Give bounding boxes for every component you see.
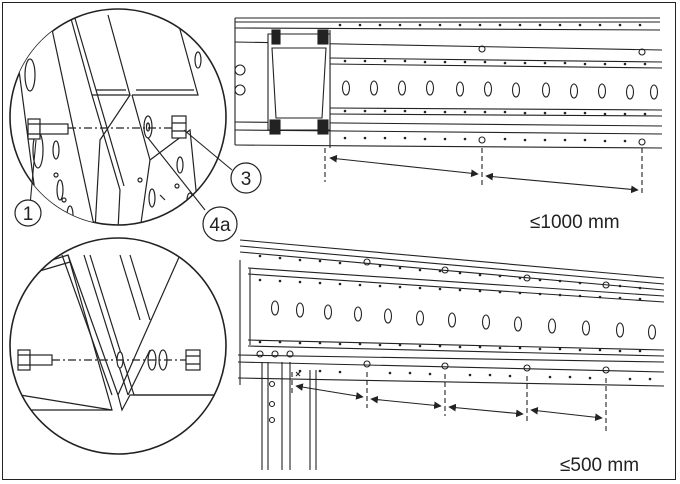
detail-circle-bottom (9, 237, 227, 455)
callout-washer: 4a (209, 215, 231, 236)
detail-circle-top (9, 8, 262, 242)
figure-frame (2, 2, 676, 480)
lower-rail (237, 239, 665, 470)
spacing-label-lower: ≤500 mm (560, 455, 640, 476)
spacing-label-upper: ≤1000 mm (530, 212, 620, 233)
upper-rail (234, 17, 663, 196)
callout-nut: 3 (241, 169, 252, 190)
callout-bolt: 1 (23, 204, 34, 225)
